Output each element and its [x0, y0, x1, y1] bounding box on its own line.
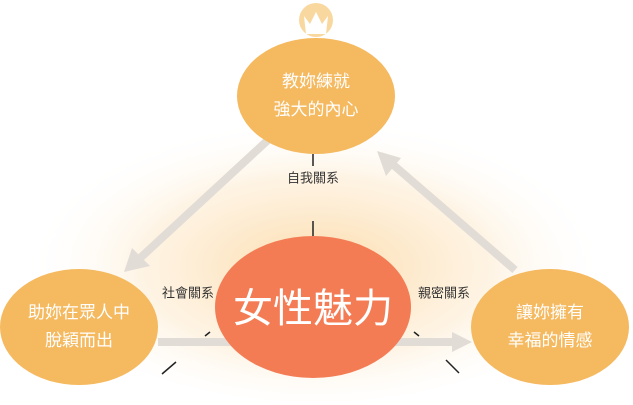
- arrow-right-to-top: [387, 158, 518, 274]
- relation-intimate-label: 親密關系: [417, 286, 471, 302]
- node-top: 教妳練就 強大的內心: [274, 68, 359, 124]
- arrowhead-top: [377, 151, 401, 176]
- node-top-line1: 教妳練就: [282, 72, 350, 92]
- node-right: 讓妳擁有 幸福的情感: [508, 299, 593, 355]
- node-top-line2: 強大的內心: [273, 100, 359, 120]
- node-left-line2: 脫穎而出: [45, 331, 113, 351]
- node-left-line1: 助妳在眾人中: [28, 303, 130, 323]
- crown-icon: [299, 3, 333, 37]
- arrow-top-to-left: [135, 137, 271, 263]
- arrowhead-left: [124, 248, 150, 272]
- node-left-circle: [0, 269, 158, 385]
- connector-lines: [161, 154, 460, 375]
- node-left: 助妳在眾人中 脫穎而出: [28, 299, 130, 355]
- node-top-circle: [237, 38, 395, 154]
- arrowhead-right: [452, 332, 472, 352]
- center-title: 女性魅力: [233, 286, 393, 332]
- node-right-circle: [471, 269, 629, 385]
- node-right-line1: 讓妳擁有: [516, 303, 584, 323]
- center-ellipse: [215, 236, 411, 378]
- relation-social-label: 社會關系: [161, 286, 215, 302]
- relation-self-label: 自我關系: [286, 171, 340, 187]
- node-right-line2: 幸福的情感: [507, 331, 593, 351]
